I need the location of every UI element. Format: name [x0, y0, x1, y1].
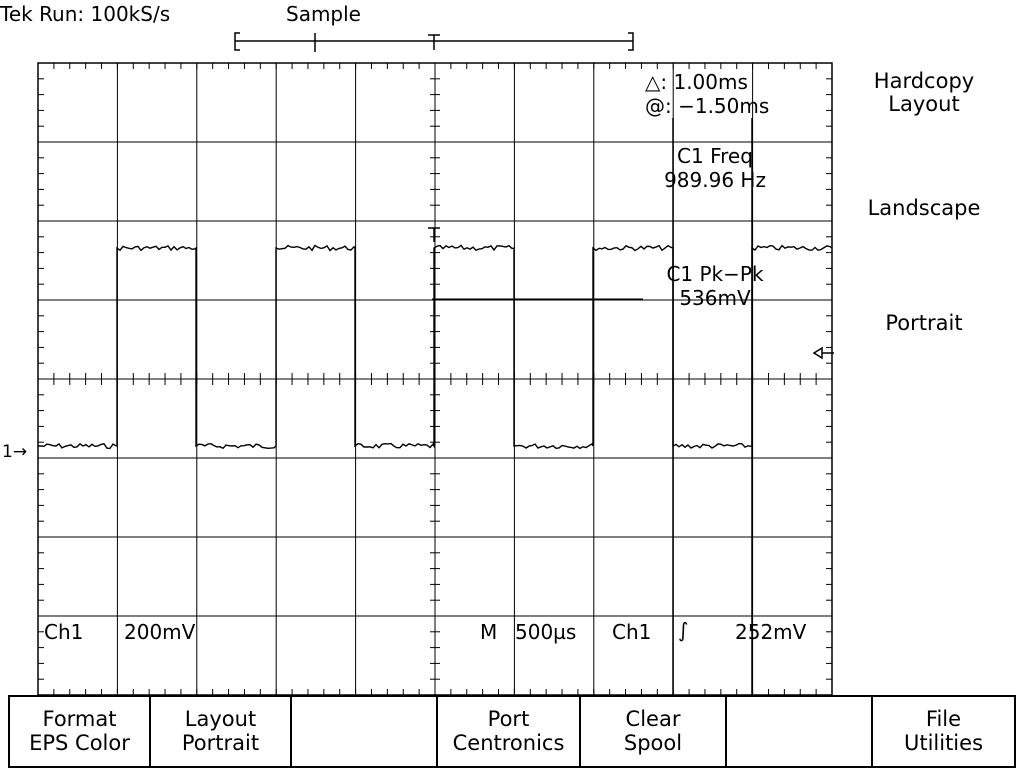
- left-arrow-icon: [812, 346, 834, 360]
- main-timebase-label: M: [480, 620, 498, 644]
- bottom-button-value: Utilities: [903, 730, 984, 755]
- channel-1-waveform: [38, 244, 833, 450]
- bottom-button-label: Port: [487, 707, 530, 732]
- bottom-button-value: Portrait: [181, 730, 260, 755]
- side-button-label: Landscape: [867, 195, 981, 220]
- pkpk-value: 536mV: [679, 286, 751, 310]
- trigger-source: Ch1: [612, 620, 652, 644]
- bottom-button-layout[interactable]: Layout Portrait: [149, 695, 292, 768]
- bottom-button-value: Spool: [623, 730, 683, 755]
- trigger-position-marker: [428, 34, 440, 50]
- volts-per-div: 200mV: [124, 620, 196, 644]
- freq-label: C1 Freq: [677, 144, 753, 168]
- trigger-point-icon: [428, 227, 440, 242]
- pkpk-label: C1 Pk−Pk: [666, 262, 764, 286]
- bottom-button-format[interactable]: Format EPS Color: [8, 695, 151, 768]
- acquisition-status: Tek Run: 100kS/s: [0, 2, 171, 26]
- record-bracket-left: [234, 32, 240, 51]
- freq-value: 989.96 Hz: [664, 168, 766, 192]
- side-button-label: Portrait: [885, 310, 963, 335]
- side-button-empty-4[interactable]: [834, 412, 1014, 468]
- bottom-button-label: Format: [42, 707, 117, 732]
- bottom-button-value: Centronics: [452, 730, 565, 755]
- channel-label: Ch1: [44, 620, 84, 644]
- trigger-slope-icon: ∫: [678, 618, 689, 642]
- cursor-position-readout: @: −1.50ms: [645, 94, 770, 118]
- bottom-button-clear-spool[interactable]: Clear Spool: [579, 695, 727, 768]
- bottom-button-file-utilities[interactable]: File Utilities: [871, 695, 1016, 768]
- bottom-button-label: File: [925, 707, 962, 732]
- bottom-button-empty-6[interactable]: [725, 695, 873, 768]
- bottom-button-label: Clear: [625, 707, 681, 732]
- bottom-button-port[interactable]: Port Centronics: [436, 695, 581, 768]
- record-bracket-right: [628, 32, 634, 51]
- cursor-delta-readout: △: 1.00ms: [645, 70, 748, 94]
- side-button-empty-5[interactable]: [834, 528, 1014, 584]
- bottom-button-label: Layout: [184, 707, 257, 732]
- side-button-portrait[interactable]: Portrait: [834, 295, 1014, 351]
- bottom-button-empty-3[interactable]: [290, 695, 438, 768]
- channel-1-ground-marker: 1→: [2, 442, 28, 462]
- bottom-button-value: EPS Color: [29, 730, 130, 755]
- trigger-level: 252mV: [735, 620, 807, 644]
- acquisition-mode: Sample: [286, 2, 361, 26]
- side-button-hardcopy-layout[interactable]: Hardcopy Layout: [834, 63, 1014, 123]
- timebase-value: 500µs: [515, 620, 577, 644]
- side-button-label: Hardcopy: [873, 69, 975, 94]
- side-button-label: Layout: [888, 92, 960, 116]
- side-button-landscape[interactable]: Landscape: [834, 180, 1014, 236]
